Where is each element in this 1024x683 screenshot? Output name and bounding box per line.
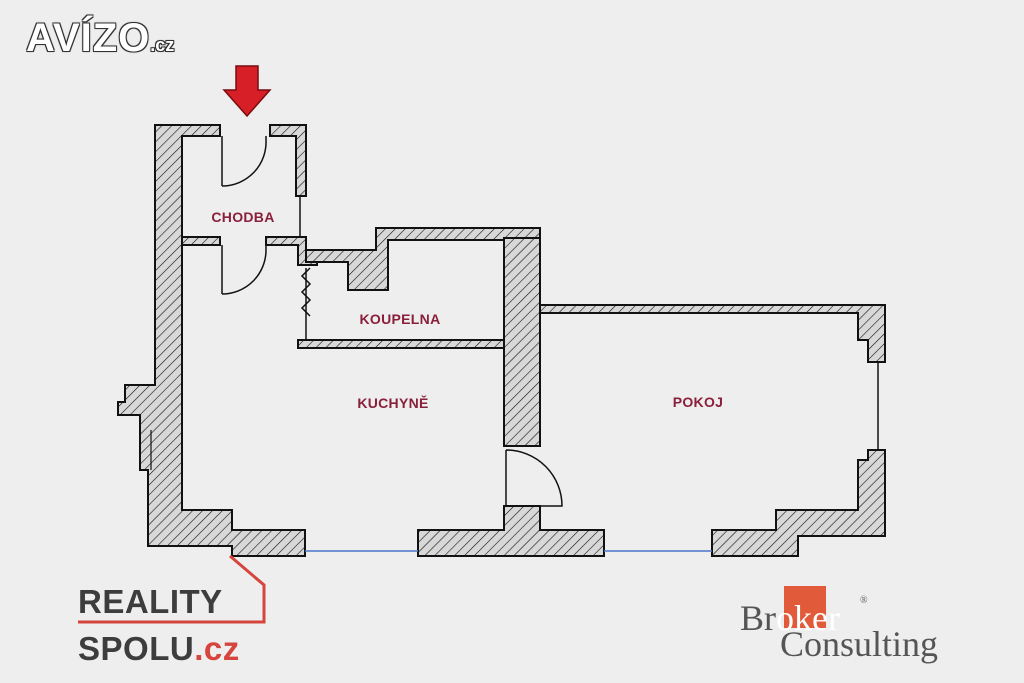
wall-middle-lower [417, 505, 605, 557]
bathroom-door-zigzag [300, 267, 312, 317]
avizo-logo: AVÍZO.cz [26, 18, 174, 58]
room-label-kuchyne: KUCHYNĚ [357, 394, 428, 411]
room-label-koupelna: KOUPELNA [360, 311, 441, 327]
avizo-tld: .cz [150, 35, 175, 55]
wall-chodba-bottom-right [265, 236, 318, 266]
broker-logo-part2: Consulting [780, 624, 939, 664]
wall-pokoj-top [539, 304, 886, 363]
wall-bathroom-bottom [297, 339, 505, 349]
wall-chodba-bottom [181, 236, 221, 246]
reality-logo-tld: .cz [194, 630, 240, 667]
broker-logo-reg: ® [860, 595, 868, 606]
walls [117, 124, 886, 557]
broker-logo-mark [784, 586, 826, 628]
room-label-pokoj: POKOJ [673, 394, 724, 410]
reality-logo-line [78, 554, 266, 624]
avizo-brand: AVÍZO [26, 16, 151, 60]
wall-pokoj-right-lower [711, 449, 886, 557]
doors [221, 136, 563, 507]
reality-logo-line2: SPOLU [78, 630, 195, 667]
wall-middle [503, 237, 541, 447]
wall-entrance-right [269, 124, 307, 197]
room-label-chodba: CHODBA [211, 209, 274, 225]
door-chodba [221, 245, 267, 295]
broker-logo-highlight: oker [776, 598, 840, 638]
door-pokoj [505, 449, 563, 507]
wall-left-outer [117, 124, 306, 557]
entrance-arrow-icon [222, 65, 272, 118]
broker-logo-part1: Br [740, 598, 776, 638]
reality-logo-line1: REALITY [78, 583, 223, 620]
reality-spolu-logo: REALITY SPOLU.cz [78, 585, 240, 665]
door-entrance [221, 136, 267, 187]
